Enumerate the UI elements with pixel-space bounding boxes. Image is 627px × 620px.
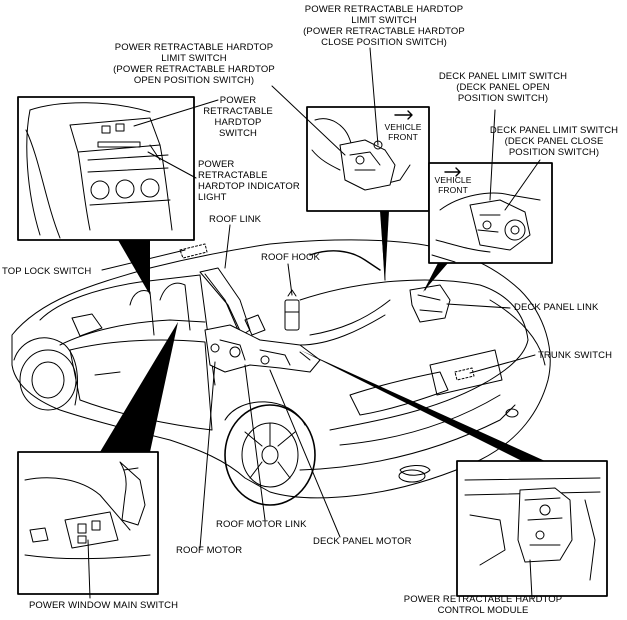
pointer-wedge-deck [423, 263, 448, 292]
label-deck-close-switch: DECK PANEL LIMIT SWITCH (DECK PANEL CLOS… [489, 125, 619, 158]
label-hardtop-open-switch: POWER RETRACTABLE HARDTOP LIMIT SWITCH (… [113, 42, 275, 86]
label-trunk-switch: TRUNK SWITCH [538, 350, 613, 361]
pointer-wedge-dashboard [118, 240, 150, 295]
inset-deck-panel [428, 109, 553, 264]
label-control-module: POWER RETRACTABLE HARDTOP CONTROL MODULE [403, 594, 563, 616]
label-vehicle-front-1: VEHICLE FRONT [384, 122, 422, 142]
label-roof-motor: ROOF MOTOR [176, 545, 243, 556]
pointer-wedge-module [300, 350, 545, 461]
pointer-wedge-hardtop [380, 211, 389, 282]
hardtop-mechanism [179, 243, 475, 381]
inset-dashboard [17, 96, 219, 241]
label-hardtop-close-switch: POWER RETRACTABLE HARDTOP LIMIT SWITCH (… [303, 4, 465, 48]
label-power-window-main-switch: POWER WINDOW MAIN SWITCH [29, 600, 179, 611]
label-top-lock-switch: TOP LOCK SWITCH [2, 266, 92, 277]
label-deck-open-switch: DECK PANEL LIMIT SWITCH (DECK PANEL OPEN… [438, 71, 568, 104]
inset-control-module [456, 460, 608, 599]
car-body [11, 239, 551, 506]
label-vehicle-front-2: VEHICLE FRONT [434, 175, 472, 195]
inset-power-window [17, 451, 159, 599]
label-indicator-light: POWER RETRACTABLE HARDTOP INDICATOR LIGH… [198, 159, 300, 203]
pointer-wedge-window [100, 322, 178, 452]
label-hardtop-switch: POWER RETRACTABLE HARDTOP SWITCH [203, 95, 273, 139]
label-roof-hook: ROOF HOOK [261, 252, 320, 263]
label-roof-motor-link: ROOF MOTOR LINK [216, 519, 307, 530]
label-roof-link: ROOF LINK [209, 214, 262, 225]
label-deck-panel-link: DECK PANEL LINK [514, 302, 599, 313]
label-deck-panel-motor: DECK PANEL MOTOR [313, 536, 412, 547]
inset-hardtop-limit [271, 47, 430, 212]
